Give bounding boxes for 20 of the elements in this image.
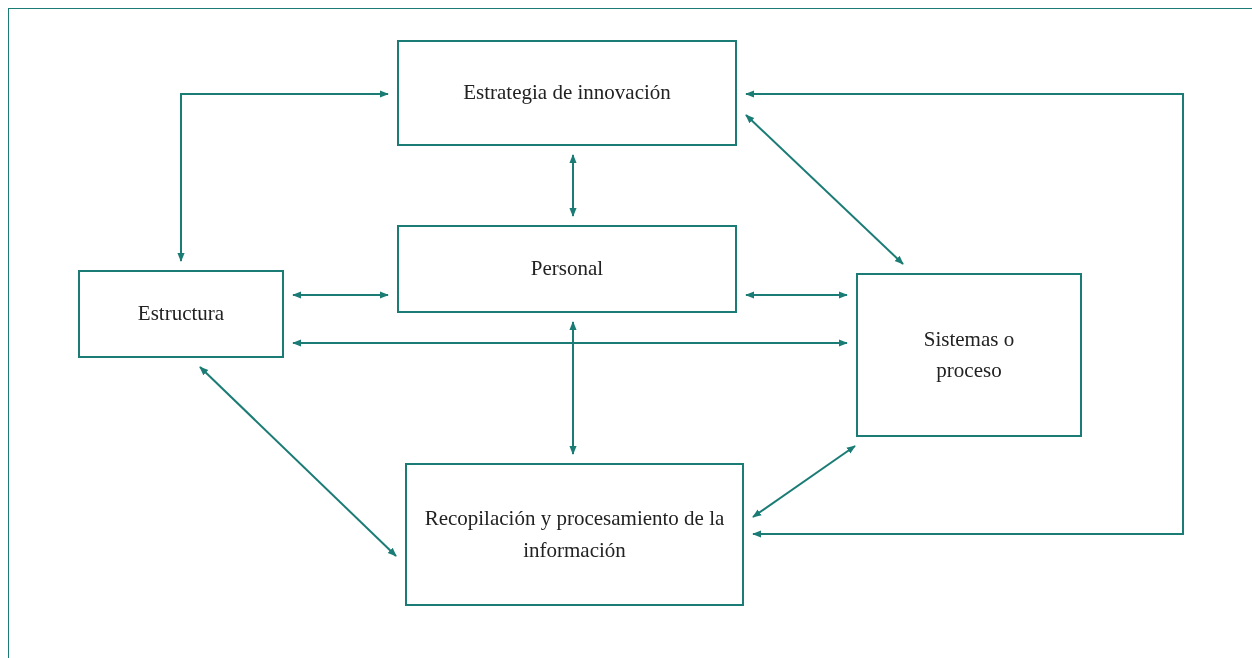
process-box [397, 225, 737, 313]
process-box [405, 463, 744, 606]
node-label: Estructura [137, 300, 225, 328]
node-label: Recopilación y procesamiento de la información [424, 505, 725, 564]
arrow [745, 114, 904, 265]
arrow [745, 291, 848, 299]
arrow [292, 291, 389, 299]
node-label: Estrategia de innovación [463, 79, 671, 107]
arrow [752, 445, 856, 518]
node-label: Sistemas o proceso [922, 325, 1016, 384]
arrow [745, 90, 1184, 538]
arrow [199, 366, 397, 557]
arrow [569, 321, 577, 455]
process-box [78, 270, 284, 358]
arrow [292, 339, 848, 347]
arrow [569, 154, 577, 217]
arrow [177, 90, 389, 262]
node-label: Personal [530, 255, 604, 283]
process-box [397, 40, 737, 146]
process-box [856, 273, 1082, 437]
